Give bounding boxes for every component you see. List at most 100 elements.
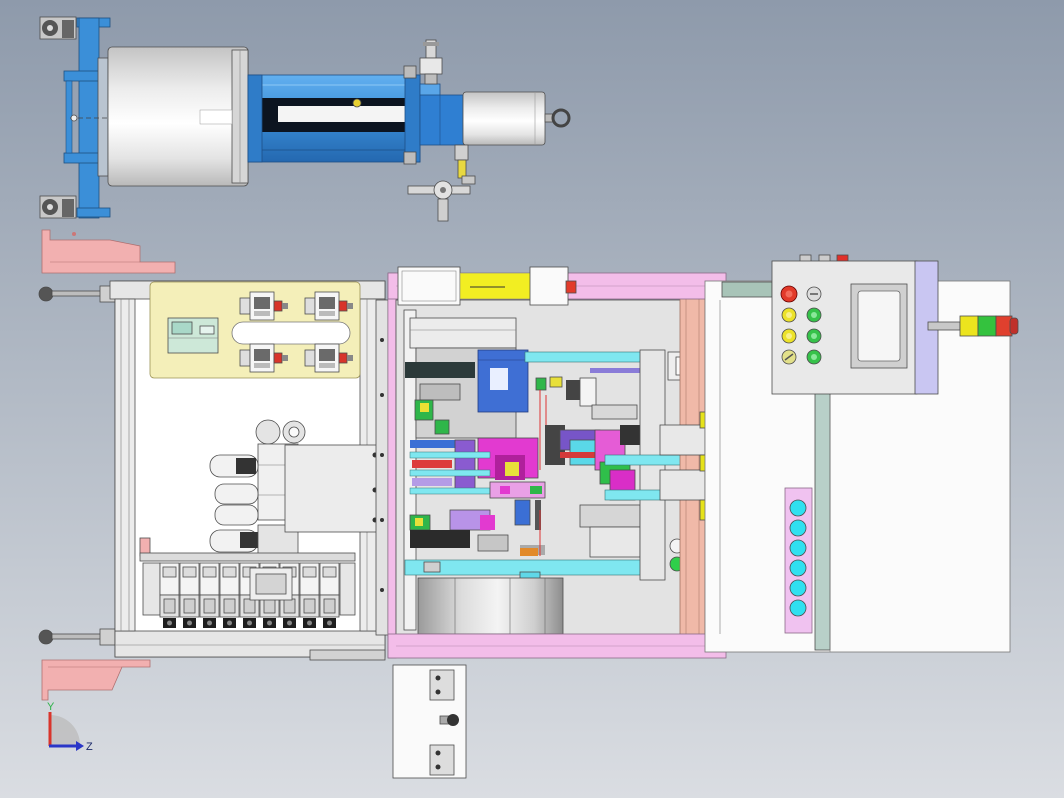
blue-cylinder-part bbox=[247, 74, 263, 163]
solenoid-valve-bank-part bbox=[142, 562, 161, 616]
air-regulator-unit-part bbox=[214, 483, 259, 505]
rotary-drum bbox=[417, 577, 564, 635]
box-knob bbox=[447, 714, 459, 726]
top-rail-part bbox=[397, 266, 461, 306]
panel-slot bbox=[231, 321, 351, 345]
top-rail-part bbox=[529, 266, 569, 306]
blue-cylinder bbox=[247, 65, 421, 165]
top-rail-part bbox=[459, 272, 533, 300]
air-valve-top-part bbox=[423, 42, 439, 46]
panel-cylinder-part bbox=[199, 325, 215, 335]
caster-wheel-bottom-part bbox=[62, 199, 74, 217]
electrical-box-part bbox=[435, 750, 441, 756]
cylinder-flange-part bbox=[419, 94, 469, 146]
indicator-strip bbox=[784, 487, 813, 634]
hmi-screen bbox=[850, 283, 908, 369]
top-rail-part bbox=[565, 280, 577, 294]
signal-tower-part bbox=[1009, 317, 1019, 335]
work-station-part bbox=[579, 377, 597, 407]
indexing-mechanism-part bbox=[409, 451, 491, 459]
drive-frame-part bbox=[76, 207, 111, 218]
drive-frame bbox=[63, 17, 225, 219]
indexing-mechanism-part bbox=[514, 499, 531, 526]
control-panel-part bbox=[785, 290, 793, 298]
caster-wheel-bottom bbox=[39, 195, 77, 219]
blue-cylinder-part bbox=[352, 98, 362, 108]
indexing-mechanism-part bbox=[500, 486, 510, 494]
solenoid-valve-bank-part bbox=[339, 562, 356, 616]
indexing-mechanism-part bbox=[409, 487, 491, 495]
blue-cylinder-part bbox=[278, 106, 410, 122]
indexing-mechanism-part bbox=[530, 486, 542, 494]
indicator-light-5 bbox=[789, 579, 807, 597]
air-regulator-unit-part bbox=[236, 458, 256, 474]
pressure-gauge-1 bbox=[255, 419, 281, 445]
pneumatic-frame-part bbox=[114, 298, 136, 632]
signal-light-green bbox=[977, 315, 997, 337]
view-triad: Y Z bbox=[47, 701, 93, 753]
air-valve-top bbox=[419, 39, 443, 85]
mounting-bracket-top-part bbox=[72, 232, 76, 236]
air-valve-bottom bbox=[407, 144, 476, 222]
work-station-part bbox=[590, 368, 662, 373]
pneumatic-cylinders-right-part bbox=[659, 424, 706, 456]
electrical-box-part bbox=[435, 675, 441, 681]
air-valve-top-part bbox=[419, 57, 443, 75]
work-station-part bbox=[591, 404, 638, 420]
indicator-light-3 bbox=[789, 539, 807, 557]
cylinder-flange bbox=[419, 83, 469, 146]
end-cylinder-part bbox=[462, 91, 546, 146]
triad-z-arrowhead bbox=[76, 741, 84, 751]
pneumatic-frame-part bbox=[309, 649, 386, 661]
electrical-box-part bbox=[435, 689, 441, 695]
control-panel bbox=[771, 254, 939, 395]
blue-cylinder-part bbox=[403, 65, 417, 79]
work-station-part bbox=[405, 362, 475, 378]
electrical-box-part bbox=[429, 744, 455, 776]
z-axis-label: Z bbox=[86, 741, 93, 753]
pneumatic-frame-part bbox=[114, 630, 386, 658]
indicator-light-1 bbox=[789, 499, 807, 517]
hmi-screen-part bbox=[857, 290, 901, 362]
work-station bbox=[375, 272, 719, 659]
triad-quadrant bbox=[50, 715, 80, 745]
solenoid-valve-bank-part bbox=[255, 573, 287, 595]
indexing-mechanism-part bbox=[535, 500, 541, 530]
drive-frame-part bbox=[70, 114, 78, 122]
leveling-foot-bottom-part bbox=[38, 629, 54, 645]
blue-cylinder-part bbox=[404, 74, 421, 163]
indexing-mechanism-part bbox=[579, 504, 641, 528]
signal-tower-part bbox=[927, 321, 961, 331]
indexing-mechanism-part bbox=[480, 515, 495, 530]
indexing-mechanism-part bbox=[620, 425, 640, 445]
work-station-part bbox=[380, 518, 384, 522]
work-station-part bbox=[380, 393, 384, 397]
air-valve-top-part bbox=[424, 73, 438, 85]
caster-wheel-bottom-part bbox=[47, 204, 53, 210]
drive-unit bbox=[39, 16, 571, 222]
indexing-mechanism-part bbox=[454, 439, 476, 491]
caster-wheel-top bbox=[39, 16, 77, 40]
work-station-part bbox=[380, 338, 384, 342]
work-station-part bbox=[380, 453, 384, 457]
solenoid-valve-bank-part bbox=[139, 552, 356, 562]
mounting-bracket-bottom bbox=[41, 659, 151, 701]
panel-cylinder-part bbox=[171, 321, 193, 335]
control-panel-part bbox=[786, 333, 792, 339]
indexing-mechanism-part bbox=[415, 518, 423, 526]
air-valve-bottom-part bbox=[457, 159, 467, 179]
indexing-mechanism bbox=[409, 390, 641, 558]
indexing-mechanism-part bbox=[412, 478, 452, 486]
work-station-part bbox=[387, 272, 397, 659]
indexing-mechanism-part bbox=[505, 462, 519, 476]
signal-tower bbox=[927, 315, 1019, 337]
electrical-box-part bbox=[435, 764, 441, 770]
indexing-mechanism-part bbox=[410, 440, 455, 448]
air-valve-bottom-part bbox=[461, 175, 476, 185]
control-panel-part bbox=[811, 333, 817, 339]
work-station-part bbox=[375, 299, 389, 636]
indexing-mechanism-part bbox=[477, 534, 509, 552]
work-station-part bbox=[423, 561, 441, 573]
air-valve-bottom-part bbox=[440, 187, 446, 193]
